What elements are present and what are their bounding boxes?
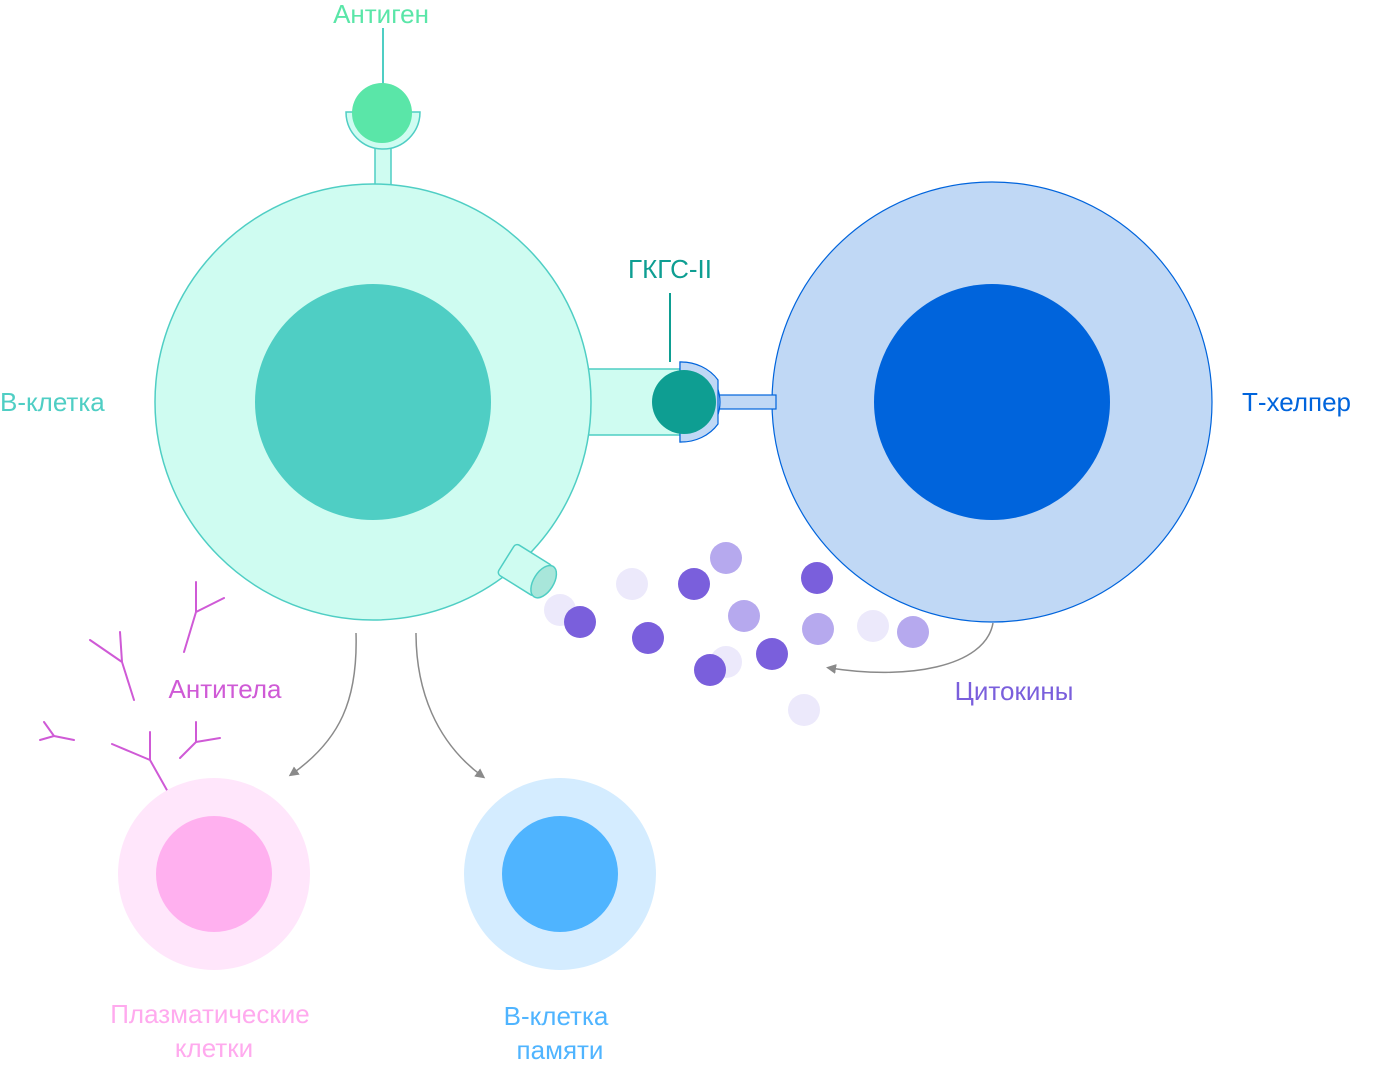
arrow-to-plasma-cells <box>288 632 357 777</box>
memory-b-cell-nucleus <box>502 816 618 932</box>
arrow-to-memory-cell <box>415 632 486 779</box>
antibody <box>179 721 221 759</box>
cytokine <box>632 622 664 654</box>
label-b-cell: B-клетка <box>0 387 105 417</box>
mhc-ii <box>652 370 716 434</box>
cytokine <box>802 613 834 645</box>
antibody <box>39 721 75 741</box>
label-plasma-cells-line2: клетки <box>175 1033 253 1063</box>
cytokine <box>694 654 726 686</box>
cytokine <box>756 638 788 670</box>
label-t-helper: Т-хелпер <box>1242 387 1351 417</box>
label-antigen: Антиген <box>333 0 429 29</box>
label-antibodies: Антитела <box>169 674 283 704</box>
cytokine <box>728 600 760 632</box>
antibody <box>183 581 225 653</box>
label-memory-cell-line2: памяти <box>517 1035 604 1065</box>
label-mhc-ii: ГКГС-II <box>628 254 712 284</box>
cytokine-receptor <box>497 543 558 599</box>
plasma-cell-nucleus <box>156 816 272 932</box>
cytokine <box>616 568 648 600</box>
cytokine <box>564 606 596 638</box>
t-helper-nucleus <box>874 284 1110 520</box>
label-memory-cell-line1: B-клетка <box>504 1001 609 1031</box>
b-cell-nucleus <box>255 284 491 520</box>
cytokine <box>678 568 710 600</box>
cytokine <box>897 616 929 648</box>
cytokines-cluster <box>544 542 929 726</box>
cytokine <box>788 694 820 726</box>
label-cytokines: Цитокины <box>955 676 1074 706</box>
cytokine <box>801 562 833 594</box>
cytokine <box>857 610 889 642</box>
arrow-cytokines <box>826 622 994 674</box>
antigen <box>352 83 412 143</box>
antibody <box>89 631 135 701</box>
cytokine <box>710 542 742 574</box>
antibody <box>111 731 169 793</box>
label-plasma-cells-line1: Плазматические <box>110 999 310 1029</box>
antibodies <box>39 581 225 793</box>
